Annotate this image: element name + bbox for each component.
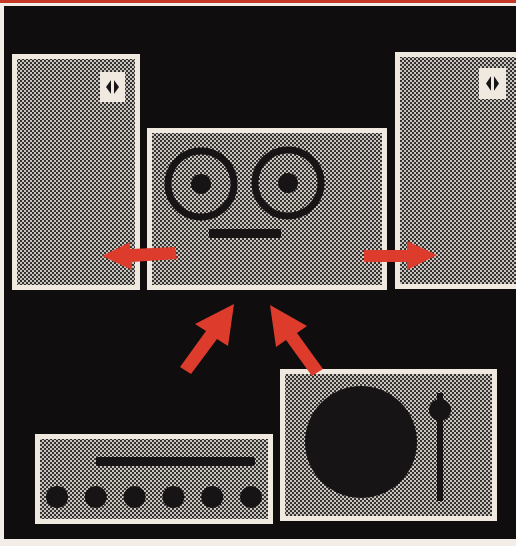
turntable bbox=[280, 369, 497, 521]
brand-logo-icon bbox=[479, 68, 506, 99]
brand-logo-icon bbox=[100, 72, 125, 102]
turntable-platter bbox=[305, 386, 417, 498]
amplifier-knob bbox=[85, 486, 107, 508]
top-stripe bbox=[0, 0, 516, 3]
amplifier-knob bbox=[162, 486, 184, 508]
amplifier-knob bbox=[240, 486, 262, 508]
tape-head-slot bbox=[209, 229, 281, 238]
amplifier-knob bbox=[46, 486, 68, 508]
amplifier bbox=[35, 434, 273, 524]
tape-deck bbox=[147, 128, 387, 290]
amplifier-knob bbox=[124, 486, 146, 508]
amplifier-knob bbox=[201, 486, 223, 508]
amplifier-display-slot bbox=[96, 457, 255, 466]
